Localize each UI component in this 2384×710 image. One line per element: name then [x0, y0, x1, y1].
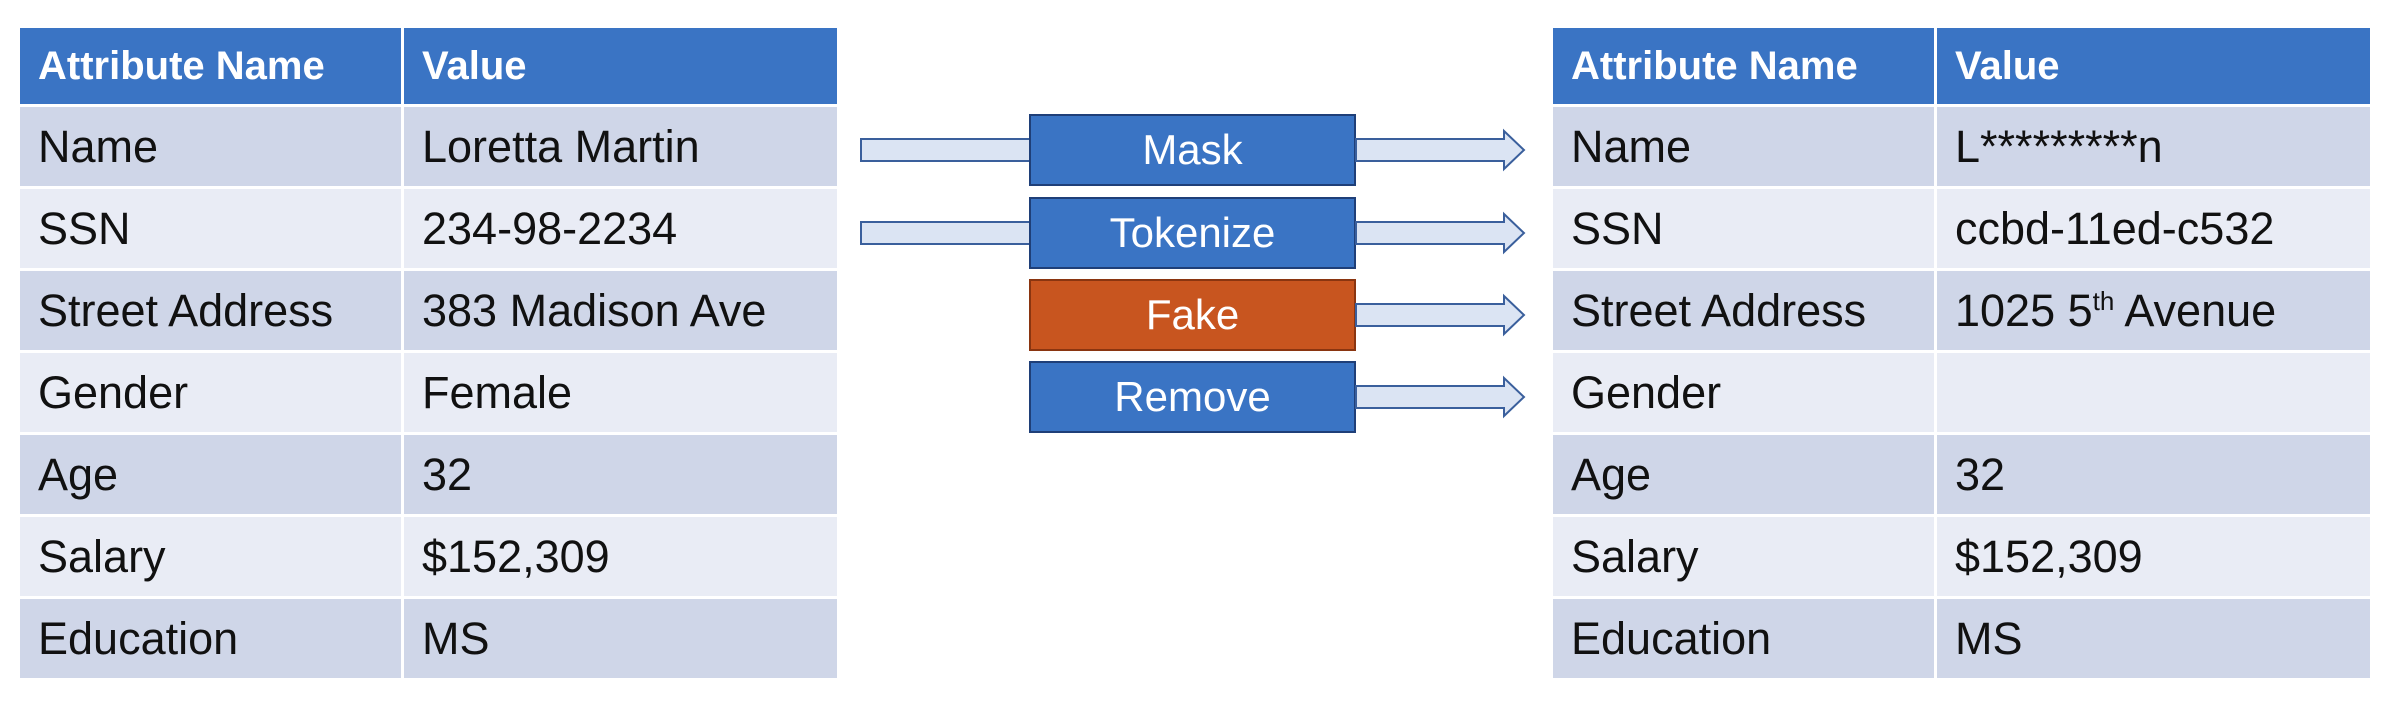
attribute-value-cell: MS — [404, 599, 837, 678]
column-header-attribute-name: Attribute Name — [1553, 28, 1934, 104]
attribute-name-cell: Street Address — [1553, 271, 1934, 350]
attribute-value-cell: Loretta Martin — [404, 107, 837, 186]
attribute-name-cell: Gender — [1553, 353, 1934, 432]
table-row: Gender Female — [20, 353, 837, 432]
operation-label: Mask — [1142, 126, 1243, 173]
table-row: SSN ccbd-11ed-c532 — [1553, 189, 2370, 268]
tokenize-output-arrow — [1355, 211, 1526, 255]
attribute-value-cell: 1025 5th Avenue — [1937, 271, 2370, 350]
attribute-value-cell — [1937, 353, 2370, 432]
table-row: Education MS — [20, 599, 837, 678]
table-row: Name Loretta Martin — [20, 107, 837, 186]
mask-operation-box: Mask — [1029, 114, 1356, 186]
fake-output-arrow — [1355, 293, 1526, 337]
attribute-name-cell: Age — [20, 435, 401, 514]
attribute-value-cell: L*********n — [1937, 107, 2370, 186]
column-header-value: Value — [1937, 28, 2370, 104]
attribute-value-cell: Female — [404, 353, 837, 432]
table-row: Street Address 383 Madison Ave — [20, 271, 837, 350]
attribute-name-cell: Age — [1553, 435, 1934, 514]
table-header-row: Attribute Name Value — [20, 28, 837, 104]
remove-operation-box: Remove — [1029, 361, 1356, 433]
table-row: Gender — [1553, 353, 2370, 432]
attribute-value-cell: $152,309 — [404, 517, 837, 596]
operation-label: Remove — [1114, 373, 1271, 420]
column-header-attribute-name: Attribute Name — [20, 28, 401, 104]
operation-label: Fake — [1145, 291, 1240, 338]
attribute-name-cell: Education — [20, 599, 401, 678]
anonymized-attributes-table: Attribute Name Value Name L*********n SS… — [1550, 25, 2373, 681]
table-row: Street Address 1025 5th Avenue — [1553, 271, 2370, 350]
attribute-name-cell: SSN — [1553, 189, 1934, 268]
attribute-name-cell: Gender — [20, 353, 401, 432]
table-header-row: Attribute Name Value — [1553, 28, 2370, 104]
value-superscript: th — [2092, 285, 2115, 316]
attribute-value-cell: 383 Madison Ave — [404, 271, 837, 350]
value-suffix: Avenue — [2114, 284, 2277, 336]
mask-output-arrow — [1355, 128, 1526, 172]
attribute-name-cell: Name — [20, 107, 401, 186]
original-attributes-table: Attribute Name Value Name Loretta Martin… — [17, 25, 840, 681]
attribute-name-cell: Salary — [20, 517, 401, 596]
table-row: Age 32 — [1553, 435, 2370, 514]
attribute-name-cell: Education — [1553, 599, 1934, 678]
attribute-value-cell: MS — [1937, 599, 2370, 678]
table-row: Education MS — [1553, 599, 2370, 678]
fake-operation-box: Fake — [1029, 279, 1356, 351]
table-row: Age 32 — [20, 435, 837, 514]
attribute-name-cell: Salary — [1553, 517, 1934, 596]
tokenize-input-arrow — [860, 221, 1032, 245]
table-row: Salary $152,309 — [20, 517, 837, 596]
attribute-name-cell: Street Address — [20, 271, 401, 350]
table-row: Name L*********n — [1553, 107, 2370, 186]
table-row: SSN 234-98-2234 — [20, 189, 837, 268]
value-prefix: 1025 5 — [1955, 284, 2093, 336]
attribute-value-cell: $152,309 — [1937, 517, 2370, 596]
attribute-value-cell: 234-98-2234 — [404, 189, 837, 268]
remove-output-arrow — [1355, 375, 1526, 419]
attribute-value-cell: 32 — [1937, 435, 2370, 514]
attribute-name-cell: Name — [1553, 107, 1934, 186]
attribute-value-cell: ccbd-11ed-c532 — [1937, 189, 2370, 268]
table-row: Salary $152,309 — [1553, 517, 2370, 596]
tokenize-operation-box: Tokenize — [1029, 197, 1356, 269]
attribute-value-cell: 32 — [404, 435, 837, 514]
operation-label: Tokenize — [1109, 209, 1276, 256]
mask-input-arrow — [860, 138, 1032, 162]
column-header-value: Value — [404, 28, 837, 104]
attribute-name-cell: SSN — [20, 189, 401, 268]
